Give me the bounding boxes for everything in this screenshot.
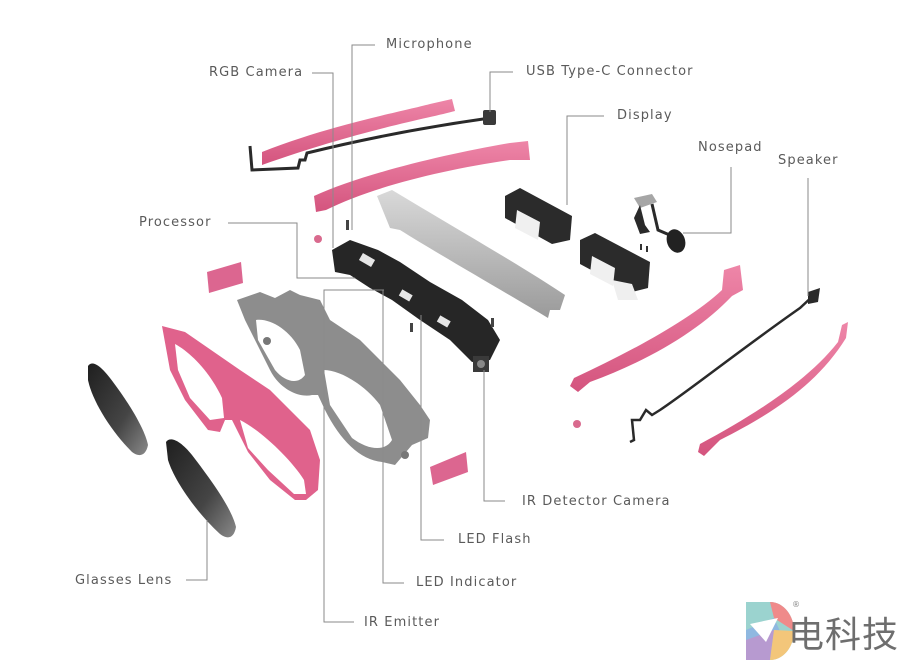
ir-detector-lens [477,360,485,368]
watermark-text: 电科技 [788,615,900,656]
screw-3 [491,318,494,327]
processor-chip-3 [436,315,451,328]
usb-type-c-connector-part [483,110,496,125]
label-ir-detector-camera: IR Detector Camera [522,494,671,509]
screw-2 [410,323,413,332]
glasses-lens-2 [166,439,236,538]
screw-1 [346,220,349,230]
leader-ir-emitter [323,289,384,623]
rgb-camera-cap [314,235,322,243]
nosepad-part [634,194,686,253]
label-nosepad: Nosepad [698,140,763,155]
label-ir-emitter: IR Emitter [364,615,441,630]
watermark-registered: ® [792,600,800,609]
speaker-part [808,288,820,304]
left-flex-cable [248,116,491,172]
glasses-lens-1 [88,363,148,456]
leader-processor [228,222,355,279]
processor-chip-2 [398,289,413,302]
left-temple-arm-upper [262,99,455,165]
right-temple-arm-lower [698,322,848,456]
label-display: Display [617,108,673,123]
leader-usb-type-c [489,71,513,112]
label-usb-type-c: USB Type-C Connector [526,64,694,79]
display-module-2 [580,233,650,300]
leader-microphone [351,44,375,230]
leader-rgb-camera [312,72,334,248]
leader-nosepad [683,167,732,234]
main-frame [237,290,430,465]
right-temple-arm-upper [570,265,743,392]
leader-lines [186,44,809,623]
label-processor: Processor [139,215,212,230]
light-guide-bar [377,190,565,318]
label-glasses-lens: Glasses Lens [75,573,173,588]
pink-front-frame [162,326,320,500]
right-temple-cap [573,420,581,428]
processor-board [332,240,500,362]
leader-led-indicator [382,290,404,584]
label-led-flash: LED Flash [458,532,532,547]
watermark-logo: ® 电科技 [744,600,919,664]
leader-led-flash [420,315,444,541]
left-temple-arm-lower [314,141,530,212]
label-led-indicator: LED Indicator [416,575,518,590]
processor-chip-1 [358,253,376,267]
watermark-logo-mark [746,602,794,660]
right-flex-cable [629,293,816,444]
label-rgb-camera: RGB Camera [209,65,304,80]
display-module-1 [505,188,572,244]
label-microphone: Microphone [386,37,473,52]
leader-ir-detector [483,370,505,502]
label-speaker: Speaker [778,153,839,168]
pink-pad-left [207,262,243,293]
pink-pad-bottom [430,452,468,485]
leader-display [566,115,604,205]
leader-glasses-lens [186,520,208,581]
